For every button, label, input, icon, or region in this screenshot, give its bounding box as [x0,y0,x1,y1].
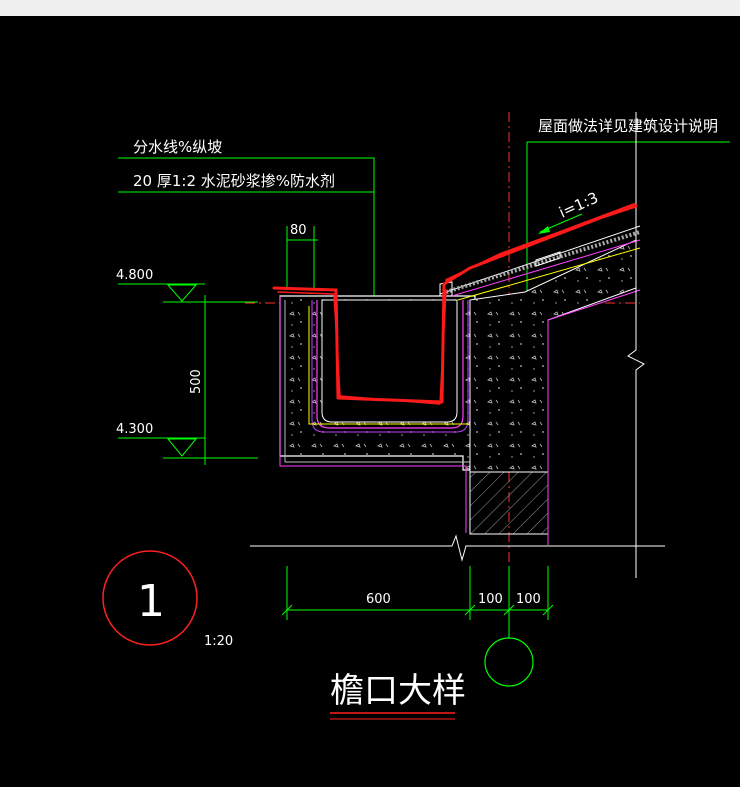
dim-chain-horizontal [281,566,554,620]
detail-number: 1 [137,576,165,627]
elevation-top-label: 4.800 [116,268,153,283]
dim-width-a: 600 [366,592,391,607]
dim-gutter-height: 500 [189,369,204,394]
detail-callout-circle [102,550,198,646]
axis-bubble [484,637,534,687]
detail-title: 檐口大样 [330,671,466,711]
gutter-section [279,295,476,533]
detail-scale: 1:20 [204,634,233,649]
dim-width-b: 100 [478,592,503,607]
window-titlebar [0,0,740,16]
elevation-bottom-label: 4.300 [116,422,153,437]
ground-line [250,534,665,562]
red-markup [272,203,638,405]
label-slope-line: 分水线%纵坡 [133,138,222,156]
dim-width-c: 100 [516,592,541,607]
break-line-right [627,112,645,578]
label-mortar-layer: 20 厚1:2 水泥砂浆掺%防水剂 [133,172,335,190]
label-roof-method: 屋面做法详见建筑设计说明 [538,117,718,135]
cad-drawing-canvas[interactable]: 分水线%纵坡 20 厚1:2 水泥砂浆掺%防水剂 屋面做法详见建筑设计说明 80… [0,16,740,783]
slope-arrow-head [538,226,550,234]
wall-section [469,239,641,545]
dim-gutter-lip: 80 [290,223,307,238]
roof-layers [439,225,641,301]
elevation-marker-bottom [118,437,258,459]
elevation-marker-top [118,283,258,303]
slope-label: i=1:3 [556,189,601,222]
